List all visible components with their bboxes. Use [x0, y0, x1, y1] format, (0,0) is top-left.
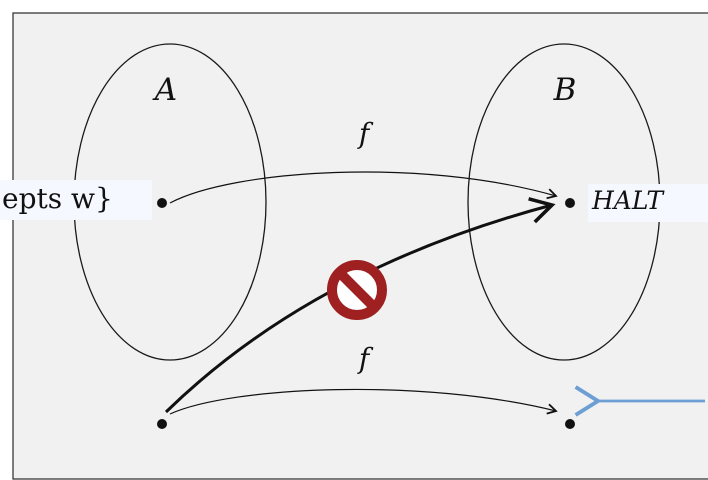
- right-top-label: HALT: [591, 186, 665, 215]
- set-b-label: B: [553, 72, 577, 108]
- left-top-label-box: [0, 180, 152, 220]
- bottom-map-arrow: [169, 388, 558, 415]
- right-top-label-box: [588, 184, 708, 222]
- right-bottom-point: [565, 419, 575, 429]
- right-top-point: [565, 198, 575, 208]
- prohibited-icon: [327, 260, 387, 320]
- set-a-label: A: [152, 72, 177, 108]
- top-map-arrow: [169, 171, 558, 204]
- diagram-panel: [12, 12, 708, 480]
- left-top-point: [157, 198, 167, 208]
- left-bottom-point: [157, 419, 167, 429]
- left-top-label: epts w}: [2, 182, 113, 215]
- disallowed-arrow: [164, 197, 556, 414]
